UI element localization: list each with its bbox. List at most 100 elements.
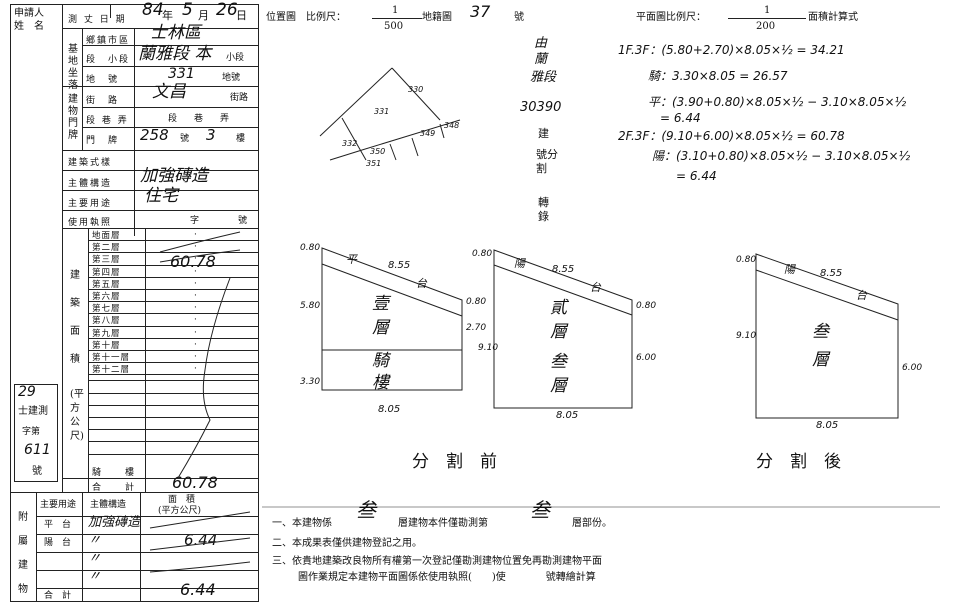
plan-scale-label: 平面圖比例尺：	[636, 12, 706, 23]
lot-number-2: 331	[374, 107, 390, 116]
street-label: 街 路	[86, 96, 120, 106]
section-label: 段 小段	[86, 55, 131, 65]
floor-label-6: 第六層	[92, 292, 121, 302]
permit-end: 號	[238, 216, 248, 226]
floor-row-line-extra-6	[88, 441, 258, 443]
applicant-label: 申請人	[14, 8, 44, 19]
lane-value: 段 巷 弄	[168, 114, 234, 124]
floor-area-unit: (平方公尺)	[70, 389, 84, 442]
p2-top-side: 台	[590, 281, 601, 294]
floor-dot-7: ·	[194, 303, 197, 314]
floor-row-line-extra-1	[88, 380, 258, 382]
note1-c: 層建物本件僅勘測第	[398, 518, 488, 529]
floor-row-line-2	[88, 252, 258, 254]
p3-room: 叁層	[812, 322, 829, 370]
lot-number-4: 350	[370, 147, 386, 156]
floor-dot-9: ·	[194, 327, 197, 338]
note2: 二、本成果表僅供建物登記之用。	[272, 538, 422, 549]
map-no-label: 地籍圖	[422, 12, 452, 23]
appurtenance-row-line-4	[36, 570, 258, 571]
number-label: 門 牌	[86, 136, 120, 146]
floor-label-12: 第十二層	[92, 365, 131, 376]
floor-row-line-9	[88, 337, 258, 339]
floor-row-line-5	[88, 289, 258, 290]
doorplate-group-label: 建物門牌	[68, 94, 78, 141]
plan-scale-den: 200	[756, 21, 776, 32]
stairwell-label: 騎 樓	[92, 468, 137, 478]
p2-left-mid: 9.10	[478, 343, 499, 353]
floor-dot-12: ·	[194, 364, 197, 375]
p2-room-lower: 叁層	[550, 352, 567, 396]
p3-right-mid: 6.00	[902, 363, 923, 373]
stamp-line4: 30390	[520, 100, 562, 115]
p3-top-side: 台	[856, 289, 867, 302]
p1-left-top: 0.80	[300, 243, 321, 253]
lot-number-5: 349	[420, 129, 436, 138]
number-value: 258	[140, 126, 169, 144]
structure-label: 主體構造	[68, 179, 113, 189]
floor-total-value: 60.78	[172, 473, 218, 492]
permit-label: 使用執照	[68, 218, 113, 228]
stamp-line5: 建	[538, 127, 549, 140]
floor-row-line-1	[88, 240, 258, 242]
survey-day-unit: 日	[236, 9, 247, 22]
calc-line-5: 2F.3F：(9.10+6.00)×8.05×½ = 60.78	[618, 129, 845, 143]
floor-total-label: 合 計	[92, 483, 137, 493]
permit-mid: 字	[190, 216, 200, 226]
building-number-box	[14, 384, 58, 482]
calc-line-1: 1F.3F：(5.80+2.70)×8.05×½ = 34.21	[618, 43, 845, 57]
note3-line1: 三、依貴地建築改良物所有權第一次登記僅勘測建物位置免再勘測建物平面	[272, 556, 602, 567]
applicant-label-2: 姓 名	[14, 21, 44, 32]
lot-value: 331	[168, 66, 195, 82]
p1-top: 8.55	[388, 260, 411, 271]
calc-line-2: 騎：3.30×8.05 = 26.57	[648, 69, 788, 83]
appurtenance-row-structure-3: 〃	[88, 551, 102, 566]
p1-left-bot: 3.30	[300, 377, 321, 387]
p2-room-upper: 貳層	[550, 298, 567, 342]
appurtenance-row-structure-1: 加強磚造	[88, 515, 141, 530]
survey-year-unit: 年	[162, 9, 173, 22]
street-suffix: 街路	[230, 93, 249, 103]
floor-row-line-extra-4	[88, 417, 258, 418]
floor-dot-2: ·	[194, 242, 197, 253]
p2-bottom: 8.05	[556, 410, 579, 421]
stamp-line7: 轉錄	[538, 196, 549, 223]
p2-right-mid: 6.00	[636, 353, 657, 363]
lot-number-1: 330	[408, 85, 424, 94]
floor-row-line-extra-5	[88, 429, 258, 431]
appurtenance-row-line-2	[36, 534, 258, 535]
appurtenance-row-use-2: 陽 台	[44, 538, 72, 548]
floor-label-3: 第三層	[92, 255, 121, 266]
stamp-line1: 由	[534, 36, 548, 51]
appurtenance-col-use: 主要用途	[40, 500, 77, 510]
p1-room-upper: 壹層	[372, 294, 389, 338]
floor-row-line-8	[88, 325, 258, 327]
floor-label-11: 第十一層	[92, 353, 131, 363]
floor-label-10: 第十層	[92, 340, 121, 351]
floor-value: 3	[206, 126, 216, 144]
floor-dot-3: ·	[194, 254, 197, 265]
appurtenance-col-structure: 主體構造	[90, 500, 127, 510]
floor-dot-10: ·	[194, 339, 197, 350]
map-no-suffix: 號	[514, 12, 524, 23]
appurtenance-row-structure-2: 〃	[88, 533, 102, 548]
survey-day: 26	[216, 0, 238, 20]
third-floor-value: 60.78	[170, 252, 216, 271]
floor-row-line-10	[88, 350, 258, 351]
floor-label-8: 第八層	[92, 316, 121, 327]
building-number-line3: 字第	[22, 427, 41, 437]
p2-right: 0.80	[636, 301, 657, 311]
stamp-line6: 號分割	[536, 148, 558, 175]
district-value: 士林區	[150, 23, 201, 43]
building-number-line2: 士建測	[18, 406, 48, 417]
p3-top-label: 陽	[784, 263, 795, 276]
floor-row-line-6	[88, 301, 258, 303]
p1-right: 0.80	[466, 297, 487, 307]
calc-line-3: 平：(3.90+0.80)×8.05×½ − 3.10×8.05×½	[648, 95, 907, 109]
lot-number-3: 332	[342, 139, 358, 148]
survey-month: 5	[182, 0, 193, 20]
lot-suffix: 地號	[222, 73, 241, 83]
use-label: 主要用途	[68, 199, 113, 209]
note1-e: 層部份。	[572, 518, 612, 529]
stamp-line3: 雅段	[530, 70, 557, 85]
